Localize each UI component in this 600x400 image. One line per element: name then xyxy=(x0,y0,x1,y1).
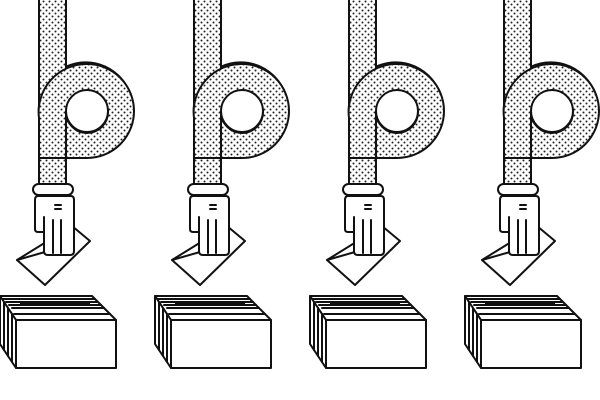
voter-figure-1 xyxy=(0,0,135,369)
voter-figure-4 xyxy=(464,0,600,369)
voter-figure-3 xyxy=(309,0,445,369)
voter-figure-2 xyxy=(154,0,290,369)
